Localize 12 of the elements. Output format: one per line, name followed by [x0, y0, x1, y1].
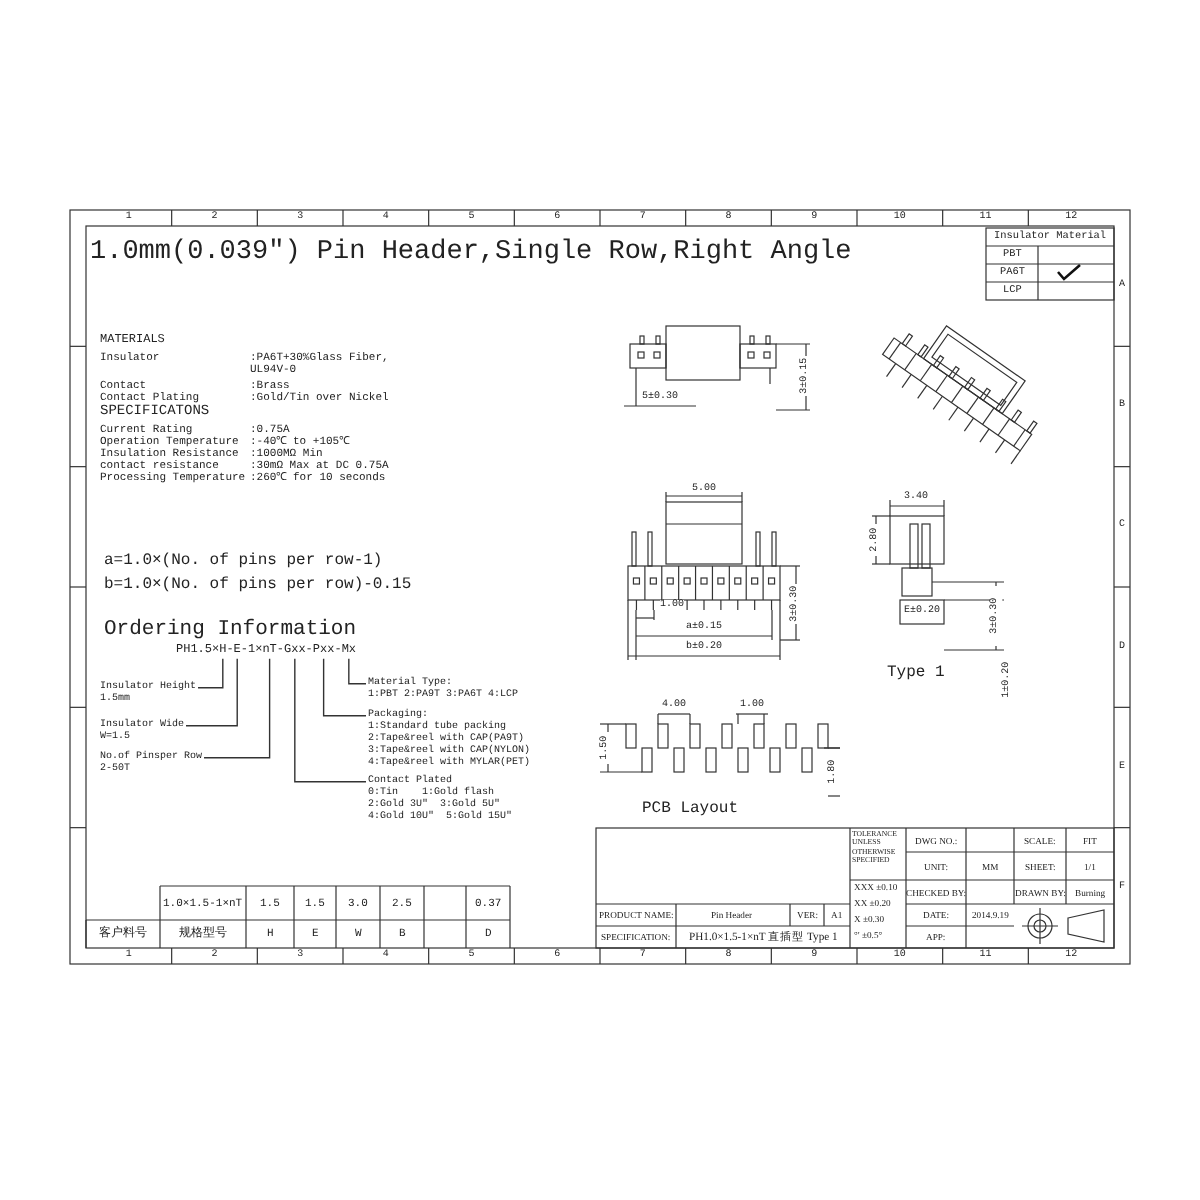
drawing-title: 1.0mm(0.039″) Pin Header,Single Row,Right Angle	[90, 238, 852, 270]
view-caption: Type 1	[887, 663, 945, 682]
view-caption: PCB Layout	[642, 799, 739, 818]
leader-line	[322, 658, 367, 717]
leader-line	[197, 658, 224, 689]
formula-text: a=1.0×(No. of pins per row-1)	[104, 552, 383, 571]
formula-text: b=1.0×(No. of pins per row)-0.15	[104, 576, 412, 595]
leader-line	[203, 658, 271, 759]
section-heading: Ordering Information	[104, 618, 357, 643]
leader-line	[185, 658, 238, 727]
leader-line	[294, 658, 367, 783]
leader-line	[348, 658, 367, 685]
